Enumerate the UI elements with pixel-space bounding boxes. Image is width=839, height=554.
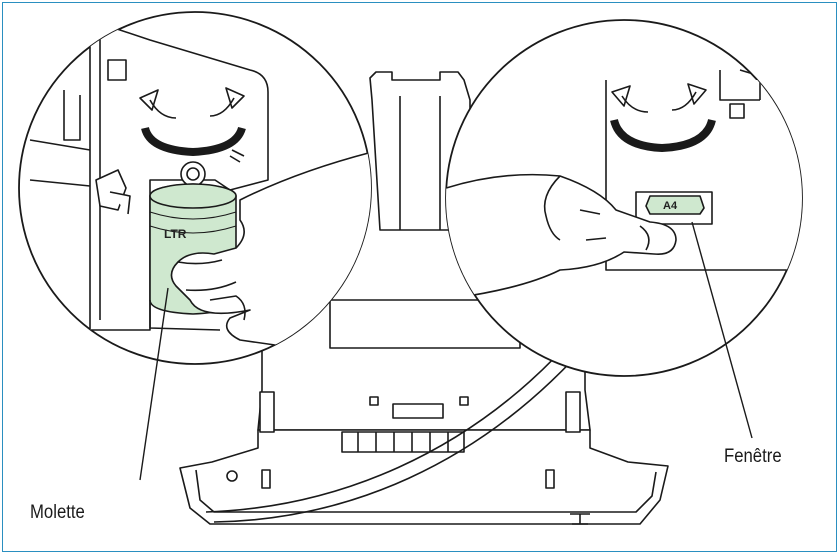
wheel-leader-line	[139, 287, 169, 481]
window-size-text: A4	[663, 200, 678, 212]
dial-size-text: LTR	[164, 227, 187, 241]
window-leader-line	[691, 221, 753, 439]
rotate-right-arrow-icon	[687, 83, 707, 105]
window-label: Fenêtre	[724, 446, 782, 467]
wheel-label: Molette	[30, 502, 85, 523]
leader-lines	[139, 221, 753, 481]
size-window	[645, 195, 705, 215]
right-detail-circle: A4	[445, 19, 803, 377]
